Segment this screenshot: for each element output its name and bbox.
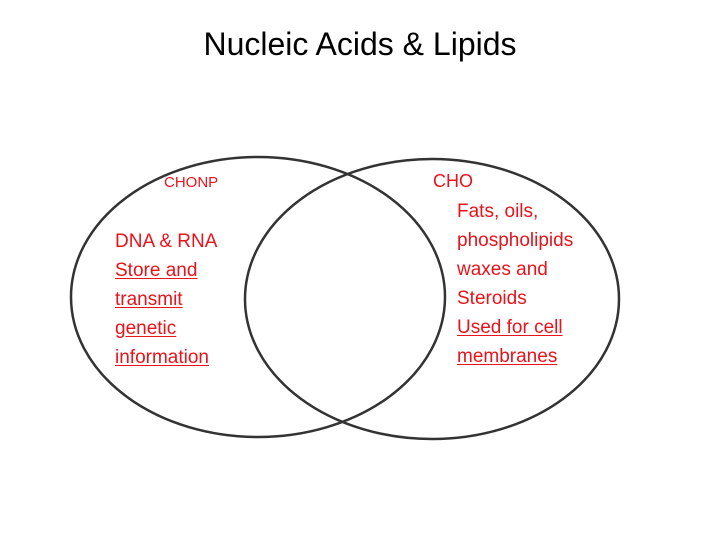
right-circle: [243, 157, 621, 441]
left-circle: [69, 155, 447, 439]
description-line: genetic: [115, 318, 177, 339]
description-line: Fats, oils,: [457, 201, 539, 222]
description-line: phospholipids: [457, 230, 574, 251]
slide-title: Nucleic Acids & Lipids: [203, 26, 517, 62]
left-set-description: DNA & RNA Store and transmit genetic informa…: [115, 227, 217, 372]
left-set-label: CHONP: [164, 174, 219, 191]
description-line: information: [115, 347, 209, 368]
description-line: Store and: [115, 260, 198, 281]
description-line: waxes and: [457, 259, 548, 280]
right-set-label: CHO: [433, 171, 473, 191]
description-line: DNA & RNA: [115, 231, 218, 252]
description-line: membranes: [457, 346, 558, 367]
description-line: Steroids: [457, 288, 527, 309]
description-line: transmit: [115, 289, 183, 310]
description-line: Used for cell: [457, 317, 563, 338]
